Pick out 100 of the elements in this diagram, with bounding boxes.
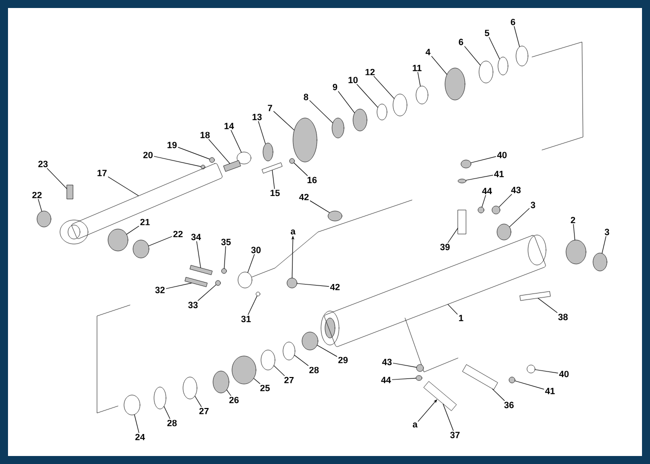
callout-number: 44 xyxy=(381,376,391,384)
callout-number: 26 xyxy=(229,396,239,404)
leader-line xyxy=(418,72,421,86)
callout-number: 44 xyxy=(482,188,492,194)
leader-line xyxy=(538,298,558,313)
callout-number: 41 xyxy=(545,388,555,394)
leader-line xyxy=(534,369,558,374)
callout-number: 8 xyxy=(304,94,308,100)
ring-part xyxy=(496,224,512,240)
ring-part xyxy=(124,394,140,416)
ring-part xyxy=(328,210,342,222)
ring-part xyxy=(478,60,494,84)
callout-number: 13 xyxy=(252,114,262,120)
callout-number: 36 xyxy=(504,402,514,408)
ring-part xyxy=(498,56,508,76)
ring-part xyxy=(416,86,428,104)
ring-part xyxy=(352,108,368,132)
callout-number: 27 xyxy=(199,408,209,414)
leader-line xyxy=(442,404,454,431)
leader-line xyxy=(230,130,242,153)
callout-number: 3 xyxy=(530,202,536,208)
ring-part xyxy=(526,364,536,374)
leader-line xyxy=(178,147,210,160)
leader-line xyxy=(134,414,140,433)
pin-part xyxy=(184,277,208,287)
ring-part xyxy=(260,350,276,370)
pin-part xyxy=(520,291,550,301)
callout-number: 28 xyxy=(309,366,319,374)
callout-number: 24 xyxy=(135,434,145,440)
callout-number: 42 xyxy=(330,284,340,290)
ring-part xyxy=(215,280,221,286)
callout-number: 2 xyxy=(570,216,576,224)
callout-number: 37 xyxy=(450,432,460,438)
pin-part xyxy=(262,162,282,174)
ring-part xyxy=(200,164,206,170)
leader-line xyxy=(498,194,512,208)
leader-line xyxy=(272,170,275,189)
callout-number: 23 xyxy=(38,160,48,168)
ring-part xyxy=(566,240,586,264)
leader-line xyxy=(198,284,216,301)
ring-part xyxy=(282,342,296,360)
ring-part xyxy=(289,158,295,164)
cylinder-part xyxy=(72,163,222,239)
ring-part xyxy=(392,94,408,116)
callout-number: 4 xyxy=(426,48,430,56)
callout-number: a xyxy=(290,230,296,234)
ring-part xyxy=(132,240,150,258)
clamp-part xyxy=(462,364,498,390)
leader-line xyxy=(464,46,481,66)
callout-number: 25 xyxy=(260,384,270,392)
callout-number: 10 xyxy=(348,76,358,84)
ring-part xyxy=(236,152,252,164)
ring-part xyxy=(478,206,484,214)
leader-line xyxy=(317,344,338,357)
callout-number: 22 xyxy=(32,192,42,198)
ring-part xyxy=(108,228,128,252)
leader-line xyxy=(482,195,486,208)
cylinder-part xyxy=(324,235,546,347)
leader-line xyxy=(294,162,308,176)
ring-part xyxy=(416,364,424,372)
leader-line xyxy=(356,84,378,108)
ring-part xyxy=(286,278,298,288)
ring-part xyxy=(221,268,227,274)
ring-part xyxy=(256,292,260,296)
leader-line xyxy=(488,37,500,60)
leader-line xyxy=(296,283,330,287)
callout-number: 20 xyxy=(143,152,153,158)
ring-part xyxy=(332,118,344,138)
callout-number: 27 xyxy=(284,376,294,384)
leader-line xyxy=(602,236,606,254)
ring-part xyxy=(154,386,166,410)
clamp-part xyxy=(423,381,457,411)
ring-part xyxy=(232,356,256,384)
leader-line xyxy=(338,91,355,114)
leader-line xyxy=(573,224,576,240)
leader-line xyxy=(392,378,416,380)
leader-line xyxy=(309,100,333,124)
callout-number: 31 xyxy=(241,316,251,322)
leader-line xyxy=(310,200,330,213)
leader-line xyxy=(273,111,294,130)
callout-number: 18 xyxy=(200,132,210,138)
leader-line xyxy=(254,378,260,384)
leader-line xyxy=(392,362,417,368)
ring-part xyxy=(444,68,466,100)
leader-line xyxy=(154,156,202,167)
callout-number: 3 xyxy=(604,228,610,236)
callout-number: 41 xyxy=(494,170,504,178)
callout-number: 12 xyxy=(366,68,375,76)
pin-part xyxy=(66,184,74,200)
callout-number: 16 xyxy=(308,176,317,184)
callout-number: 9 xyxy=(332,84,338,90)
ring-part xyxy=(376,104,388,120)
leader-line xyxy=(208,139,230,164)
leader-line xyxy=(46,168,68,189)
ring-part xyxy=(460,160,472,168)
pin-part xyxy=(223,160,241,172)
leader-line xyxy=(509,208,530,228)
callout-number: 40 xyxy=(559,370,569,378)
callout-number: 15 xyxy=(270,190,280,196)
callout-number: 6 xyxy=(510,18,516,26)
